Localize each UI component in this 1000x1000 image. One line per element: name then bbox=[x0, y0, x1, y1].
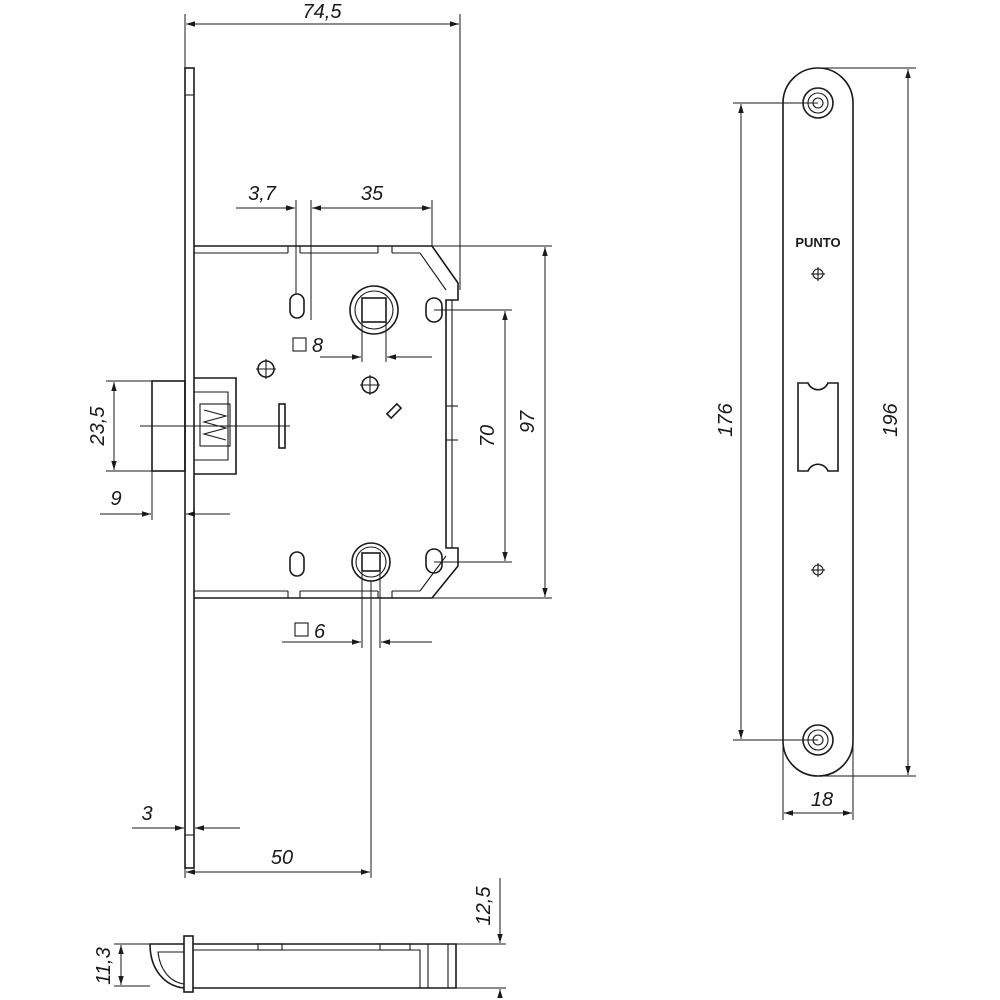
dim-square-upper-label: 8 bbox=[312, 335, 323, 357]
lower-slot bbox=[289, 551, 305, 577]
faceplate bbox=[184, 67, 195, 869]
lock-case bbox=[194, 245, 459, 599]
dim-backset: 50 bbox=[184, 581, 372, 878]
fixing-hole-left bbox=[256, 359, 276, 379]
dim-latch-projection: 9 bbox=[100, 471, 230, 520]
strike-plate: PUNTO bbox=[782, 67, 854, 777]
upper-slot bbox=[289, 293, 305, 319]
dim-square-lower-label: 6 bbox=[314, 621, 326, 643]
latch-bolt bbox=[140, 377, 290, 475]
dim-strike-width: 18 bbox=[782, 740, 854, 820]
dim-strike-width-label: 18 bbox=[811, 789, 833, 811]
lower-spindle-hub bbox=[351, 542, 391, 582]
dim-overall-width: 74,5 bbox=[184, 1, 461, 290]
dim-latch-height-label: 23,5 bbox=[87, 406, 109, 447]
dim-backset-square: 35 bbox=[312, 183, 433, 246]
dim-faceplate-thickness-label: 3 bbox=[141, 803, 152, 825]
dim-strike-length-label: 196 bbox=[880, 402, 902, 436]
upper-spindle-hub bbox=[349, 285, 399, 335]
dim-latch-depth-label: 11,3 bbox=[93, 947, 115, 984]
dim-faceplate-thickness: 3 bbox=[132, 803, 240, 831]
lock-body-side-view bbox=[149, 935, 457, 993]
dim-latch-height: 23,5 bbox=[87, 380, 152, 472]
dim-overall-width-label: 74,5 bbox=[303, 1, 343, 23]
dim-center-distance-label: 70 bbox=[477, 425, 499, 447]
dim-center-distance: 70 bbox=[434, 309, 512, 563]
dim-backset-label: 50 bbox=[271, 847, 293, 869]
strike-brand-logo: PUNTO bbox=[795, 235, 840, 250]
dim-backset-square-label: 35 bbox=[361, 183, 384, 205]
fixing-hole-center bbox=[360, 375, 380, 395]
dim-square-upper: 8 bbox=[292, 320, 432, 362]
strike-plate-outline bbox=[782, 67, 854, 777]
dim-strike-length: 196 bbox=[818, 67, 916, 777]
strike-lower-mark bbox=[811, 563, 825, 577]
dim-case-height-label: 97 bbox=[517, 410, 539, 433]
dim-body-depth-label: 12,5 bbox=[473, 886, 495, 926]
dim-case-height: 97 bbox=[432, 245, 552, 599]
dim-strike-hole-distance: 176 bbox=[715, 102, 818, 741]
dim-latch-projection-label: 9 bbox=[110, 488, 121, 510]
dim-slot-width-label: 3,7 bbox=[248, 183, 277, 205]
dim-strike-hole-distance-label: 176 bbox=[715, 402, 737, 436]
lock-body-front-view bbox=[140, 67, 459, 869]
dim-square-lower: 6 bbox=[282, 572, 432, 648]
strike-upper-mark bbox=[811, 267, 825, 281]
dim-latch-depth: 11,3 bbox=[93, 943, 150, 987]
strike-latch-opening bbox=[797, 382, 839, 472]
dim-body-depth: 12,5 bbox=[456, 878, 506, 998]
